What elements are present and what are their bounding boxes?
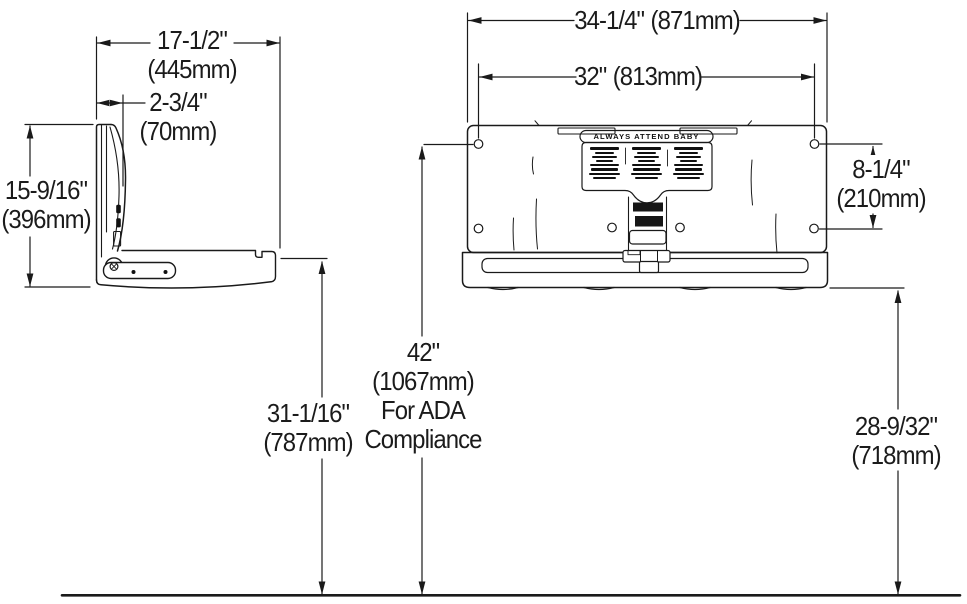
mounting-hole [607,222,617,233]
dim-value-metric: (813mm) [612,61,703,91]
dim-side-height-lines [24,123,94,288]
tray-scallop [487,286,807,291]
dim-side-width: 17-1/2" (445mm) [147,25,237,85]
folded-bed-inner [109,126,120,250]
dim-value-imperial: 8-1/4" [852,154,910,184]
dim-value-imperial: 31-1/16" [266,398,350,428]
dim-ada-height: 42" (1067mm) For ADA Compliance [364,337,482,455]
dim-value-imperial: 17-1/2" [157,25,228,55]
latch-body [622,249,671,263]
dim-bottom-height-lines [829,287,905,595]
side-view [95,123,277,289]
bed-hook [116,218,121,228]
warning-text-column [588,145,621,186]
bed-hook [116,204,121,214]
bracket-rivet [131,270,136,274]
dim-value-metric: (871mm) [650,5,741,35]
dim-tray-height-lines [280,257,328,595]
dim-value-metric: (787mm) [263,427,353,458]
instruction-sticker [635,216,663,227]
warning-column-divider [625,147,668,167]
front-tray [461,251,829,289]
dim-value-metric: (396mm) [1,204,91,235]
dim-value-imperial: 34-1/4" [574,5,645,35]
dim-value-metric: (1067mm) [372,366,475,397]
dim-side-width-lines [95,36,281,249]
mounting-hole [675,222,685,233]
dimension-lines [24,12,905,595]
dim-closed-depth: 2-3/4" (70mm) [139,87,218,147]
panel-crease [512,156,778,254]
dim-hole-spacing-vertical: 8-1/4" (210mm) [834,154,928,214]
dim-unit-bottom-height: 28-9/32" (718mm) [851,411,941,471]
folded-bed-outer [110,123,127,252]
dim-value-metric: (445mm) [147,54,237,85]
dim-value-imperial: 28-9/32" [854,411,938,441]
mounting-hole [809,139,820,149]
dim-side-height: 15-9/16" (396mm) [1,175,91,235]
dim-value-metric: (718mm) [851,440,941,471]
tray-top-edge [121,249,277,283]
latch-tab [627,250,641,256]
mounting-hole [473,139,484,149]
label-recess [628,229,667,245]
hinge-screw-cross [111,263,117,270]
bracket-rivet [163,270,168,274]
dim-value-imperial: 42" [406,337,440,367]
hinge-screw [109,262,119,272]
dim-tray-top-height: 31-1/16" (787mm) [263,398,353,458]
dim-note: For ADA [381,395,466,426]
dim-value-imperial: 2-3/4" [149,87,207,117]
mounting-hole [473,223,484,234]
dim-hole-spacing-horizontal: 32"(813mm) [573,61,703,91]
unit-bottom-arc [95,279,272,289]
dim-value-imperial: 15-9/16" [4,175,88,205]
latch-divider [640,250,658,263]
dim-closed-depth-lines [96,94,146,187]
front-view [461,120,829,291]
warning-text-column [630,145,663,186]
warning-text-column [672,145,705,186]
attend-baby-badge-text: ALWAYS ATTEND BABY [593,132,700,141]
latch-lower [638,260,660,274]
dim-overall-width: 34-1/4"(871mm) [574,5,741,35]
wall-tick [534,120,752,126]
hinge-bracket [102,261,177,280]
wall-plate [95,123,112,281]
dim-value-metric: (210mm) [836,183,926,214]
dim-hole-spacing-h-lines [477,63,816,139]
mounting-hole [809,223,819,234]
dim-note: Compliance [364,424,482,455]
bed-latch-detail [113,230,122,247]
dim-overall-width-lines [466,12,828,123]
instruction-sticker [633,202,663,212]
dim-value-imperial: 32" [573,61,607,91]
dim-ada-height-lines [418,143,474,595]
dim-value-metric: (70mm) [139,116,218,147]
